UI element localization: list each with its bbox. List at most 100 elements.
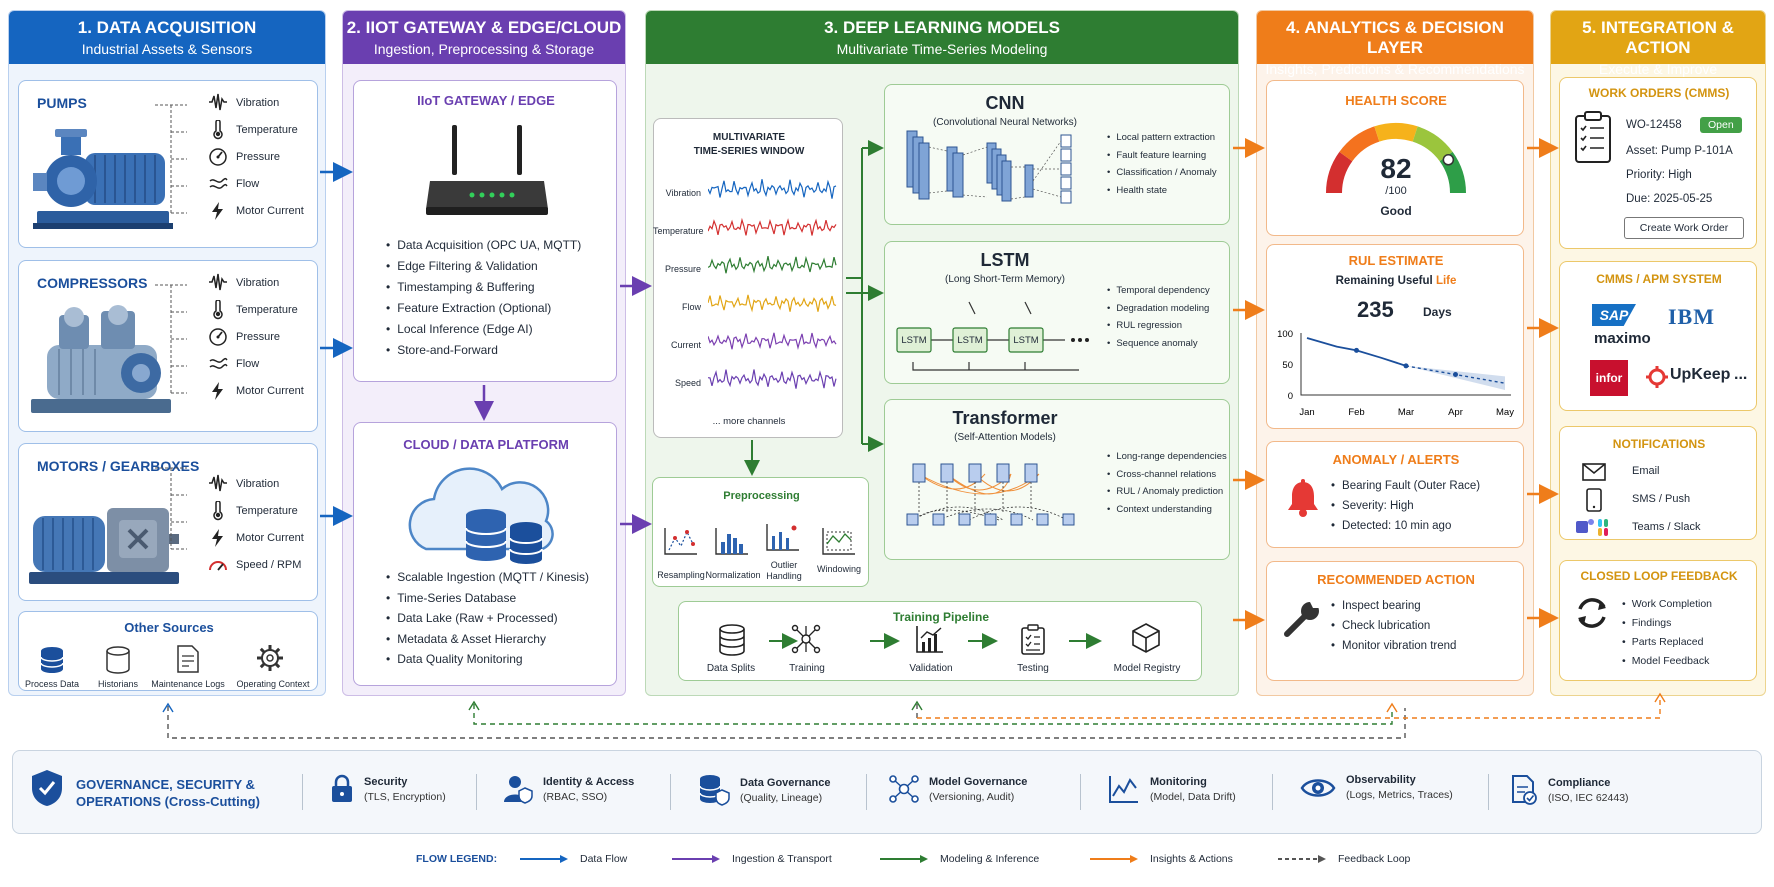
- governance-title-line: GOVERNANCE, SECURITY &: [76, 777, 255, 792]
- legend-arrow-icon: [672, 855, 720, 863]
- monitoring-chart-icon: [1109, 776, 1138, 803]
- cnn-feature: Health state: [1107, 182, 1217, 200]
- column-subtitle: Ingestion, Preprocessing & Storage: [373, 41, 595, 57]
- cnn-card: CNN (Convolutional Neural Networks) Loca…: [884, 84, 1230, 225]
- governance-separator: [866, 774, 867, 810]
- governance-item: Observability(Logs, Metrics, Traces): [1300, 774, 1453, 801]
- health-score-card: HEALTH SCORE 82 /100 Good: [1266, 80, 1524, 236]
- clipboard-icon: [1575, 111, 1611, 163]
- gauge-segment: [1339, 126, 1380, 162]
- lstm-feature: RUL regression: [1107, 317, 1210, 335]
- governance-title-line: OPERATIONS (Cross-Cutting): [76, 794, 260, 809]
- legend-item: Ingestion & Transport: [672, 853, 832, 865]
- compressors-title: COMPRESSORS: [37, 275, 148, 291]
- teams-slack-icon: [1576, 519, 1608, 536]
- normalization-icon: [715, 528, 748, 555]
- column-subtitle: Insights, Predictions & Recommendations: [1265, 61, 1525, 77]
- data-splits-icon: [719, 624, 745, 656]
- sensor-signal-label: Motor Current: [236, 532, 304, 544]
- notification-channel: Teams / Slack: [1632, 521, 1701, 533]
- preprocessing-step: Windowing: [816, 564, 862, 574]
- channel-label: Pressure: [664, 264, 701, 274]
- rul-x-tick: Jan: [1299, 407, 1314, 418]
- sensor-signal: Vibration: [208, 273, 279, 293]
- governance-item-detail: (Quality, Lineage): [740, 791, 823, 804]
- governance-separator: [476, 774, 477, 810]
- email-icon: [1582, 463, 1606, 481]
- column-header: 2. IIOT GATEWAY & EDGE/CLOUD Ingestion, …: [343, 11, 625, 64]
- health-score-value: 82: [1380, 153, 1412, 184]
- create-work-order-button[interactable]: Create Work Order: [1624, 217, 1744, 239]
- lstm-feature: Degradation modeling: [1107, 300, 1210, 318]
- vibration-icon: [209, 273, 227, 291]
- other-sources-title: Other Sources: [124, 620, 214, 635]
- sensor-signal-label: Speed / RPM: [236, 559, 302, 571]
- work-order-priority: Priority: High: [1626, 169, 1692, 181]
- user-shield-icon: [504, 776, 533, 804]
- rul-subtitle-highlight: Life: [1435, 275, 1457, 287]
- window-title-line: TIME-SERIES WINDOW: [693, 146, 805, 157]
- cloud-feature: Metadata & Asset Hierarchy: [386, 629, 589, 650]
- column-subtitle: Execute & Improve: [1598, 61, 1718, 77]
- work-order-status-badge: Open: [1700, 117, 1742, 133]
- governance-separator: [1080, 774, 1081, 810]
- training-step: Data Splits: [706, 663, 756, 674]
- legend-label: Insights & Actions: [1150, 853, 1233, 865]
- sensor-signal-label: Pressure: [236, 331, 281, 343]
- rul-subtitle: Remaining Useful Life: [1267, 275, 1525, 287]
- governance-item-title: Observability: [1346, 774, 1416, 786]
- lstm-features: Temporal dependency Degradation modeling…: [1107, 282, 1210, 352]
- governance-item: Identity & Access(RBAC, SSO): [503, 774, 634, 804]
- governance-bar: [12, 750, 1762, 834]
- pumps-title: PUMPS: [37, 95, 87, 111]
- closed-loop-card: CLOSED LOOP FEEDBACK Work Completion Fin…: [1559, 560, 1757, 681]
- governance-item: Compliance(ISO, IEC 62443): [1510, 774, 1629, 806]
- refresh-cycle-icon: [1578, 598, 1606, 628]
- channel-label: Current: [670, 340, 701, 350]
- more-channels: ... more channels: [712, 416, 786, 427]
- health-gauge: [1326, 123, 1466, 194]
- gauge-marker: [1442, 154, 1455, 166]
- cnn-subtitle: (Convolutional Neural Networks): [933, 117, 1077, 128]
- channel-label: Temperature: [653, 226, 704, 236]
- lstm-cell-label: LSTM: [901, 335, 927, 346]
- governance-item-detail: (TLS, Encryption): [364, 790, 446, 803]
- work-orders-card: WORK ORDERS (CMMS) WO-12458 Open Asset: …: [1559, 77, 1757, 249]
- lstm-diagram: [896, 301, 1089, 371]
- pumps-card: PUMPS: [18, 80, 318, 248]
- governance-item-title: Model Governance: [929, 775, 1028, 788]
- channel-label: Speed: [674, 378, 701, 388]
- sensor-signal: Flow: [208, 354, 259, 374]
- cloud-feature: Data Lake (Raw + Processed): [386, 608, 589, 629]
- motors-title: MOTORS / GEARBOXES: [37, 458, 200, 474]
- gateway-feature: Store-and-Forward: [386, 340, 581, 361]
- sensor-signal-label: Temperature: [236, 304, 298, 316]
- training-title: Training Pipeline: [892, 610, 990, 624]
- sensor-signal-label: Temperature: [236, 124, 298, 136]
- rul-y-tick: 0: [1288, 391, 1293, 402]
- chart-icon: [916, 626, 943, 653]
- other-source-label: Operating Context: [236, 679, 310, 689]
- sensor-signal: Flow: [208, 174, 259, 194]
- signal-bracket: [155, 104, 187, 214]
- rul-y-tick: 50: [1282, 360, 1293, 371]
- governance-separator: [1488, 774, 1489, 810]
- governance-item-detail: (Versioning, Audit): [929, 790, 1015, 803]
- infor-logo: infor: [1590, 360, 1628, 396]
- notification-channel: SMS / Push: [1632, 493, 1691, 505]
- governance-separator: [670, 774, 671, 810]
- column-subtitle: Industrial Assets & Sensors: [81, 41, 253, 57]
- action-item: Check lubrication: [1331, 616, 1456, 636]
- legend-arrow-icon: [1278, 855, 1326, 863]
- pressure-icon: [209, 328, 227, 346]
- governance-item-title: Monitoring: [1150, 775, 1207, 788]
- gauge-segment: [1412, 126, 1453, 162]
- action-item: Monitor vibration trend: [1331, 636, 1456, 656]
- cnn-title: CNN: [985, 93, 1025, 113]
- cmms-apm-card: CMMS / APM SYSTEM SAP maximo IBM infor U…: [1559, 261, 1757, 411]
- motors-card: MOTORS / GEARBOXES: [18, 443, 318, 601]
- outlier-icon: [766, 524, 799, 551]
- training-step: Testing: [1017, 663, 1049, 674]
- sensor-signal: Pressure: [208, 147, 280, 167]
- training-step: Model Registry: [1113, 663, 1181, 674]
